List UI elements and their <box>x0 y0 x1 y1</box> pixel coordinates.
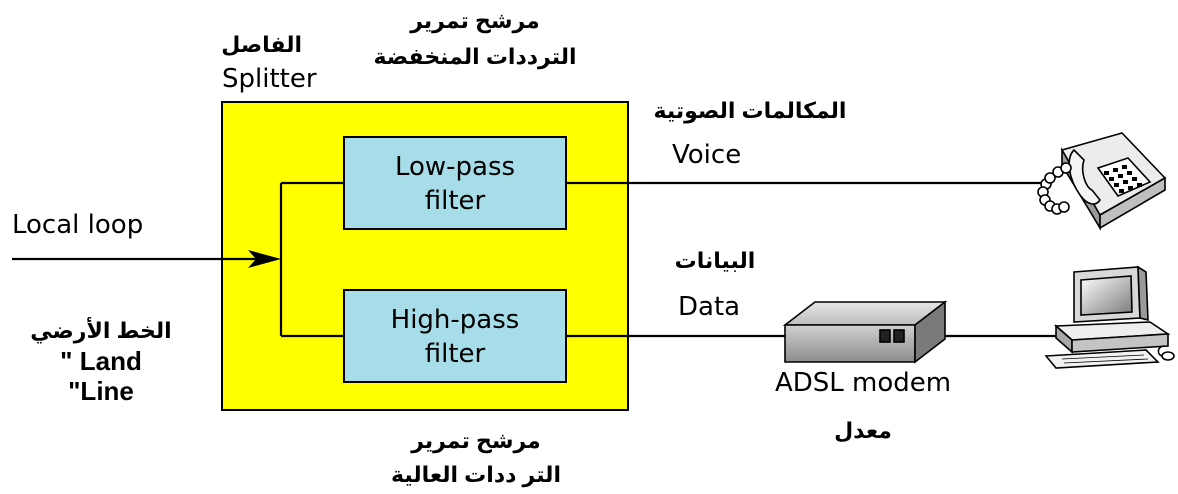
modem-label-en: ADSL modem <box>774 368 952 398</box>
land-line-label-en-line2: "Line <box>68 376 134 406</box>
computer-icon <box>1044 265 1175 369</box>
lowpass-caption-ar-line1: مرشح تمرير <box>410 8 540 33</box>
input-arrowhead <box>248 250 281 268</box>
highpass-caption-ar-line1: مرشح تمرير <box>411 428 541 453</box>
lowpass-caption-ar-line2: الترددات المنخفضة <box>373 44 577 69</box>
splitter-label-en: Splitter <box>222 64 317 94</box>
highpass-filter-box <box>343 289 567 383</box>
lowpass-filter-label-line2: filter <box>424 186 486 216</box>
data-label-en: Data <box>678 292 741 322</box>
adsl-modem-icon <box>782 300 948 364</box>
highpass-filter-label-line1: High-pass <box>390 305 520 335</box>
highpass-filter-label-line2: filter <box>424 339 486 369</box>
lowpass-filter-box <box>343 136 567 230</box>
splitter-wiring <box>279 181 344 338</box>
voice-label-en: Voice <box>672 140 742 170</box>
highpass-caption-ar-line2: التر ددات العالية <box>391 462 561 487</box>
splitter-label-ar: الفاصل <box>221 32 302 57</box>
telephone-icon <box>1037 132 1167 231</box>
lowpass-filter-label-line1: Low-pass <box>394 152 516 182</box>
local-loop-label: Local loop <box>12 210 144 240</box>
data-label-ar: البيانات <box>674 248 756 273</box>
modem-label-ar: معدل <box>834 418 892 443</box>
voice-label-ar: المكالمات الصوتية <box>653 98 847 123</box>
land-line-label-ar: الخط الأرضي <box>30 318 172 343</box>
land-line-label-en-line1: " Land <box>60 346 142 376</box>
